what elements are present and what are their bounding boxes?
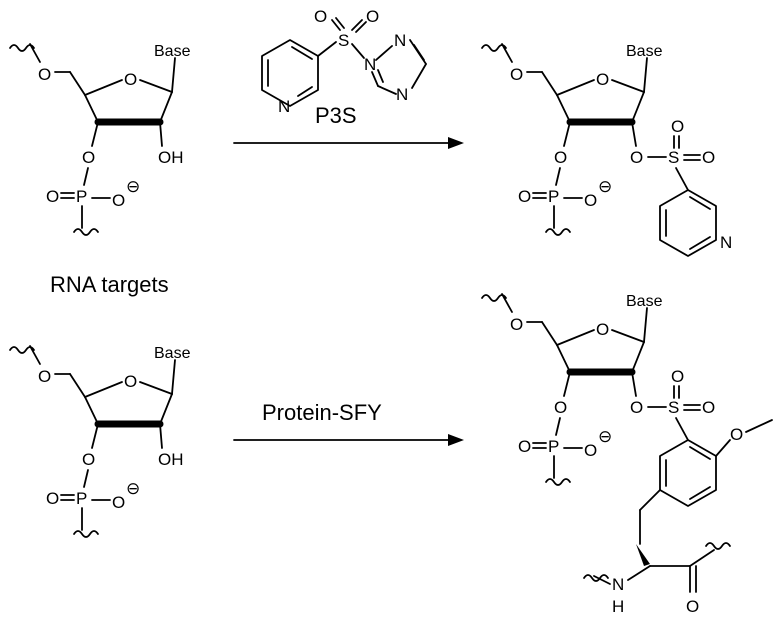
reagent-p3s-label: P3S [315, 103, 357, 128]
base-label: Base [154, 43, 191, 60]
atom-s: S [668, 148, 679, 167]
wavy-bond [545, 478, 571, 486]
atom-o5: O [38, 367, 51, 386]
atom-o-double: O [518, 437, 531, 456]
reagent-protein-sfy-label: Protein-SFY [262, 400, 382, 425]
wavy-bond [705, 542, 731, 550]
charge-minus: ⊖ [126, 479, 140, 498]
atom-o-s-top: O [671, 367, 684, 386]
wavy-bond [73, 228, 99, 236]
product-bottom-right: O O Base O S O O O N H [481, 293, 773, 616]
atom-o-minus: O [112, 191, 125, 210]
wedge-bond [636, 544, 650, 566]
atom-o2: O [630, 398, 643, 417]
atom-p: P [548, 187, 559, 206]
atom-o-minus: O [584, 441, 597, 460]
atom-n-pyridine: N [278, 97, 290, 116]
atom-p: P [76, 489, 87, 508]
pyridine-ring [659, 189, 717, 257]
atom-p: P [76, 187, 87, 206]
atom-o-methoxy: O [730, 425, 743, 444]
atom-oh: OH [158, 450, 184, 469]
atom-o-s-top: O [671, 117, 684, 136]
atom-p: P [548, 437, 559, 456]
atom-o5: O [510, 65, 523, 84]
rna-ribose-top-left: O O Base OH O P O O ⊖ [9, 43, 191, 236]
atom-oh: OH [158, 148, 184, 167]
atom-o5: O [38, 65, 51, 84]
section-label-rna-targets: RNA targets [50, 272, 169, 297]
product-top-right: O O Base O S O O N O P O O [481, 43, 732, 257]
atom-o3: O [554, 148, 567, 167]
atom-ring-o: O [596, 70, 609, 89]
atom-o-double: O [46, 187, 59, 206]
atom-o-s1: O [314, 7, 327, 26]
rna-ribose-bottom-left: O O Base OH O P O O ⊖ [9, 345, 191, 538]
atom-o-minus: O [112, 493, 125, 512]
atom-h-amide: H [612, 597, 624, 616]
atom-o-s2: O [366, 7, 379, 26]
atom-n-amide: N [612, 575, 624, 594]
atom-n1: N [364, 55, 376, 74]
atom-n4: N [396, 85, 408, 104]
reaction-arrow-bottom [233, 434, 464, 446]
atom-s: S [338, 31, 349, 50]
charge-minus: ⊖ [126, 177, 140, 196]
atom-o5: O [510, 315, 523, 334]
atom-n-pyridine: N [720, 233, 732, 252]
atom-o-double: O [46, 489, 59, 508]
atom-o-carbonyl: O [686, 597, 699, 616]
wavy-bond [583, 574, 609, 582]
p3s-reagent: N S O O N N N P3S [261, 7, 427, 128]
atom-o-double: O [518, 187, 531, 206]
atom-ring-o: O [124, 70, 137, 89]
wavy-bond [73, 530, 99, 538]
atom-n2: N [394, 31, 406, 50]
atom-o3: O [82, 148, 95, 167]
base-label: Base [154, 345, 191, 362]
charge-minus: ⊖ [598, 427, 612, 446]
atom-o-s-right: O [702, 148, 715, 167]
base-label: Base [626, 293, 663, 310]
atom-s: S [668, 398, 679, 417]
charge-minus: ⊖ [598, 177, 612, 196]
wavy-bond [545, 228, 571, 236]
atom-o2: O [630, 148, 643, 167]
benzene-ring [659, 439, 717, 507]
atom-ring-o: O [124, 372, 137, 391]
atom-o-minus: O [584, 191, 597, 210]
base-label: Base [626, 43, 663, 60]
atom-ring-o: O [596, 320, 609, 339]
reaction-arrow-top [233, 137, 464, 149]
atom-o-s-right: O [702, 398, 715, 417]
atom-o3: O [554, 398, 567, 417]
atom-o3: O [82, 450, 95, 469]
